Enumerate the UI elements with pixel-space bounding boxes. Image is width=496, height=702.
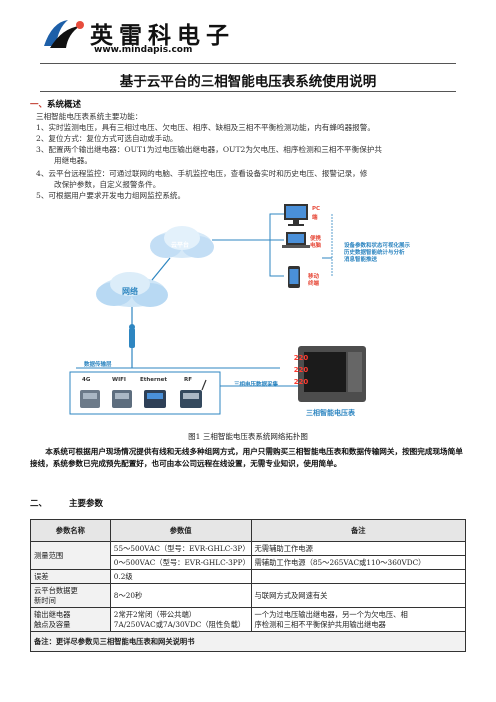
gateway-wifi-icon bbox=[112, 390, 132, 408]
gateway-4g-label: 4G bbox=[82, 377, 91, 383]
table-row: 误差 0.2级 bbox=[30, 569, 467, 584]
feature-item-3: 3、配置两个输出继电器：OUT1为过电压输出继电器，OUT2为欠电压、相序检测和… bbox=[36, 145, 383, 154]
header-rule bbox=[40, 63, 456, 64]
table-header-row: 参数名称 参数值 备注 bbox=[30, 519, 467, 542]
tablet-label-2: 电脑 bbox=[310, 243, 322, 249]
three-phase-meter-icon bbox=[298, 346, 366, 402]
relay-remark-cell: 一个为过电压输出继电器，另一个为欠电压、相序检测和三相不平衡保护共用输出继电器 bbox=[250, 607, 467, 632]
gateway-rf-icon bbox=[180, 379, 207, 408]
laptop-icon bbox=[282, 232, 310, 248]
brand-url[interactable]: www.mindapis.com bbox=[94, 45, 193, 55]
range-value-2: 0～500VAC（型号：EVR-GHLC-3PP） bbox=[109, 555, 252, 570]
parameter-table: 参数名称 参数值 备注 测量范围 55～500VAC（型号：EVR-GHLC-3… bbox=[30, 519, 467, 652]
feature-item-4-cont: 改保护参数，自定义报警条件。 bbox=[54, 180, 161, 189]
update-name-cell: 云平台数据更新时间 bbox=[30, 583, 111, 608]
gateway-ethernet-icon bbox=[144, 390, 166, 408]
feature-push: 消息智能推送 bbox=[344, 257, 378, 263]
gateway-ethernet-label: Ethernet bbox=[140, 377, 168, 383]
table-row: 测量范围 55～500VAC（型号：EVR-GHLC-3P） 无需辅助工作电源 bbox=[30, 541, 467, 570]
feature-item-5: 5、可根据用户要求开发电力组网监控系统。 bbox=[36, 191, 186, 200]
pc-label-1: PC bbox=[312, 206, 321, 212]
data-transmit-layer-label: 数据传输层 bbox=[84, 362, 112, 368]
system-intro-paragraph: 本系统可根据用户现场情况提供有线和无线多种组网方式，用户只需购买三相智能电压表和… bbox=[30, 447, 463, 468]
header-param-value: 参数值 bbox=[109, 519, 252, 542]
range-value-1: 55～500VAC（型号：EVR-GHLC-3P） bbox=[109, 541, 252, 556]
gateway-rf-label: RF bbox=[184, 377, 192, 383]
title-rule bbox=[40, 91, 456, 92]
section-1-heading: 一、系统概述 bbox=[30, 100, 82, 110]
meter-display-c: 220 bbox=[293, 378, 309, 386]
mobile-label-2: 终端 bbox=[308, 281, 320, 287]
range-remark-1: 无需辅助工作电源 bbox=[250, 541, 467, 556]
feature-item-4: 4、云平台远程监控：可通过联网的电脑、手机监控电压，查看设备实时和历史电压、报警… bbox=[36, 169, 368, 178]
pc-label-2: 端 bbox=[312, 215, 318, 221]
meter-display-b: 220 bbox=[293, 366, 309, 374]
relay-value-cell: 2常开2常闭（带公共端）7A/250VAC或7A/30VDC（阻性负载） bbox=[109, 607, 252, 632]
error-remark-cell bbox=[250, 569, 467, 584]
brand-name: 英雷科电子 bbox=[90, 22, 235, 49]
section-1-intro: 三相智能电压表系统主要功能： bbox=[36, 112, 143, 121]
feature-statistics: 历史数据智能统计与分析 bbox=[344, 250, 405, 256]
mobile-label-1: 移动 bbox=[308, 274, 320, 280]
network-topology-diagram: 220 220 220 云平台 网络 PC 端 便携 电脑 移动 终端 设备参数… bbox=[30, 200, 466, 425]
header-remark: 备注 bbox=[250, 519, 467, 542]
company-header: 英雷科电子 www.mindapis.com bbox=[40, 16, 240, 60]
cloud-platform-icon bbox=[150, 226, 214, 258]
figure-caption: 图1 三相智能电压表系统网络拓扑图 bbox=[188, 432, 308, 441]
table-footer-note: 备注：更详尽参数见三相智能电压表和网关说明书 bbox=[30, 631, 466, 652]
mobile-phone-icon bbox=[288, 266, 300, 288]
meter-label: 三相智能电压表 bbox=[306, 409, 355, 417]
range-remark-2: 需辅助工作电源（85～265VAC或110～360VDC） bbox=[250, 555, 467, 570]
error-name-cell: 误差 bbox=[30, 569, 111, 584]
pc-icon bbox=[284, 204, 308, 226]
table-row: 0～500VAC（型号：EVR-GHLC-3PP） 需辅助工作电源（85～265… bbox=[31, 555, 467, 570]
relay-name-cell: 输出继电器触点及容量 bbox=[30, 607, 111, 632]
feature-item-1: 1、实时监测电压，具有三相过电压、欠电压、相序、缺相及三相不平衡检测功能，内有蜂… bbox=[36, 123, 375, 132]
feature-visualization: 设备参数和状态可视化展示 bbox=[344, 243, 411, 249]
update-remark-cell: 与联网方式及网速有关 bbox=[250, 583, 467, 608]
antenna-icon bbox=[129, 324, 135, 348]
tablet-label-1: 便携 bbox=[310, 236, 322, 242]
meter-display-a: 220 bbox=[293, 354, 309, 362]
error-value-cell: 0.2级 bbox=[109, 569, 252, 584]
gateway-wifi-label: WIFI bbox=[112, 377, 126, 383]
range-name-cell: 测量范围 bbox=[30, 541, 111, 570]
update-value-cell: 8～20秒 bbox=[109, 583, 252, 608]
table-footer-row: 备注：更详尽参数见三相智能电压表和网关说明书 bbox=[30, 631, 466, 652]
data-collection-label: 三相电压数据采集 bbox=[234, 382, 279, 388]
network-cloud-icon bbox=[96, 272, 168, 307]
company-logo-icon bbox=[44, 20, 84, 48]
feature-item-3-cont: 用继电器。 bbox=[54, 156, 92, 165]
table-row: 输出继电器触点及容量 2常开2常闭（带公共端）7A/250VAC或7A/30VD… bbox=[30, 607, 467, 632]
header-param-name: 参数名称 bbox=[30, 519, 111, 542]
document-title: 基于云平台的三相智能电压表系统使用说明 bbox=[119, 74, 377, 90]
topology-drawing bbox=[69, 204, 366, 415]
cloud-platform-label: 云平台 bbox=[171, 242, 190, 249]
network-label: 网络 bbox=[122, 287, 138, 296]
table-row: 云平台数据更新时间 8～20秒 与联网方式及网速有关 bbox=[30, 583, 467, 608]
feature-item-2: 2、复位方式：复位方式可选自动或手动。 bbox=[36, 134, 178, 143]
gateway-4g-icon bbox=[80, 390, 100, 408]
section-2-heading: 二、主要参数 bbox=[30, 499, 104, 509]
